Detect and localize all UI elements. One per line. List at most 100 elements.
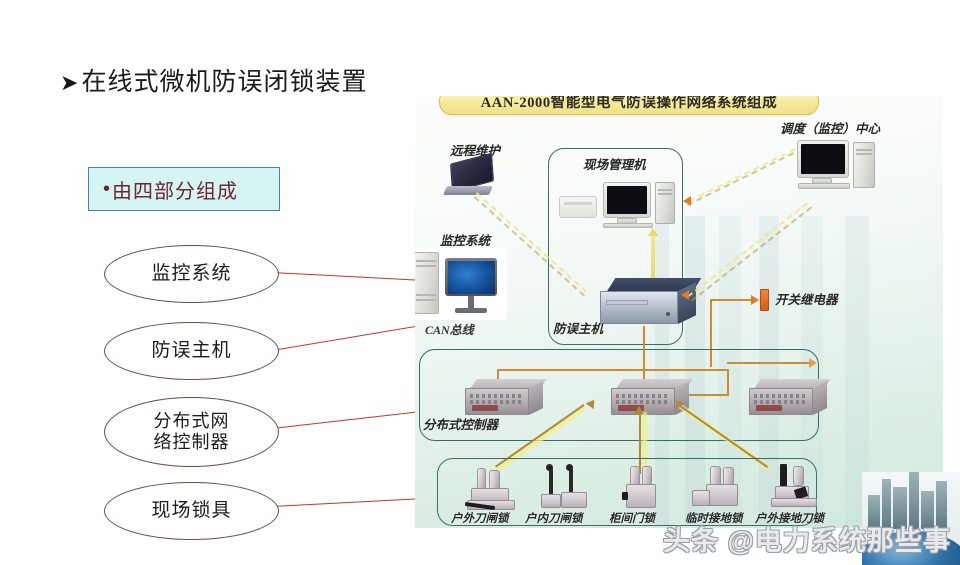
arrow-left-dispatch-to-site-pc [683,196,691,206]
lcd-monitor [445,258,497,296]
crt-base [603,223,653,228]
city-skyline-graphic [862,472,960,565]
label-distributed-controller-text: 分布式控制器 [423,418,499,432]
arrow-up-center-lock [634,406,644,414]
label-monitoring-system-text: 监控系统 [440,234,491,248]
tower-bay [416,265,436,267]
arrow-right-bus-out [809,358,817,368]
lock-base [771,498,817,507]
label-site-management-pc: 现场管理机 [583,154,646,173]
bullet-dot-icon: • [103,178,111,200]
lock-lever [569,468,573,496]
city-building [893,487,907,529]
label-switch-relay: 开关继电器 [775,289,838,308]
lock-cylinder [710,466,721,486]
controller-port-row [470,400,524,404]
lcd-screen [447,260,495,294]
lock-outdoor-disconnector [463,468,521,514]
frame-field-locks [437,458,817,526]
lcd-neck [468,296,474,308]
label-lock-2-text: 户内刀闸锁 [525,513,583,525]
part-label-distributed-controller: 分布式网 络控制器 [154,411,230,452]
controller-bus-horizontal [497,369,729,371]
tower-bay [416,294,436,296]
lock-body [626,484,656,508]
host-right-face [678,282,696,324]
controller-bus-drop-3 [727,369,729,395]
network-topology-diagram: AAN-2000智能型电气防误操作网络系统组成 远程维护 监控系统 [415,96,943,528]
lock-cylinder [477,468,486,490]
bus-to-relay-vertical [710,299,712,367]
lock-keyhole [622,492,628,500]
anti-error-host-chassis [600,278,702,326]
link-dispatch-to-site-pc-shadow [687,152,794,206]
pc-tower [415,252,439,314]
part-label-anti-error-host: 防误主机 [151,340,232,362]
label-can-bus-text: CAN总线 [425,323,474,337]
lock-temporary-grounding [692,466,746,514]
city-building [882,479,891,529]
page-title-text: 在线式微机防误闭锁装置 [81,69,368,96]
switch-relay-icon [760,289,769,311]
host-down-to-bus [643,326,645,350]
callout-box-text: 由四部分组成 [112,180,239,203]
controller-port-row [754,400,808,404]
label-monitoring-system: 监控系统 [440,230,490,249]
lock-body [706,484,738,506]
label-switch-relay-text: 开关继电器 [775,293,838,307]
callout-box: • 由四部分组成 [88,167,280,211]
lock-cylinder [642,466,652,486]
globe-graphic [862,531,960,565]
label-site-management-pc-text: 现场管理机 [583,158,646,172]
label-dispatch-center-text: 调度（监控）中心 [780,122,881,136]
crt-screen [607,186,647,214]
controller-right-face [529,381,543,415]
pc-tower-site [655,182,675,224]
watermark-text: 头条 @电力系统那些事 [663,526,951,556]
lock-outdoor-grounding-blade [767,464,823,514]
desktop-monitoring-system [415,248,507,320]
label-lock-1-text: 户外刀闸锁 [451,513,509,525]
city-building [909,472,919,529]
controller-front-face [749,388,813,415]
controller-bus-drop-2 [643,346,645,394]
lock-bracket [692,490,710,506]
controller-label-tag [472,405,498,411]
label-anti-error-host: 防误主机 [553,318,603,337]
label-remote-maintenance-text: 远程维护 [450,144,501,158]
lock-cabinet-door [618,466,666,514]
bus-right-out [727,362,811,364]
host-slot [606,300,648,305]
diagram-banner-title: AAN-2000智能型电气防误操作网络系统组成 [480,96,778,111]
label-lock-4-text: 临时接地锁 [685,513,743,525]
label-lock-4: 临时接地锁 [685,510,743,526]
bullet-arrow-icon: ➤ [60,70,80,95]
arrow-up-host-to-site-pc [648,228,658,236]
controller-port-row [470,394,524,398]
lock-cylinder [489,470,500,490]
arrow-right-to-relay [751,295,759,305]
lock-body [541,494,561,508]
distributed-controller-1 [465,379,547,415]
controller-label-tag [618,405,644,411]
crt-screen-dispatch [801,144,845,174]
label-lock-5-text: 户外接地刀锁 [755,513,824,525]
lock-lever-knob [566,464,573,471]
printer-tray [564,202,592,205]
part-label-distributed-controller-line1: 分布式网 [153,411,230,432]
host-front-face [600,291,678,324]
part-ellipse-field-locks: 现场锁具 [104,482,279,540]
frame-site-management [548,148,683,345]
label-can-bus: CAN总线 [425,321,474,338]
lock-cylinder [630,466,640,486]
lock-post [780,464,787,488]
controller-label-tag [756,405,782,411]
tower-bay [416,260,436,262]
controller-port-row [616,394,670,398]
city-building [868,495,880,529]
part-ellipse-distributed-controller: 分布式网 络控制器 [104,397,279,467]
watermark: 头条 @电力系统那些事 [663,519,951,558]
tower-bay [856,153,872,155]
label-lock-3: 柜间门锁 [609,510,655,526]
label-lock-1: 户外刀闸锁 [451,510,509,526]
